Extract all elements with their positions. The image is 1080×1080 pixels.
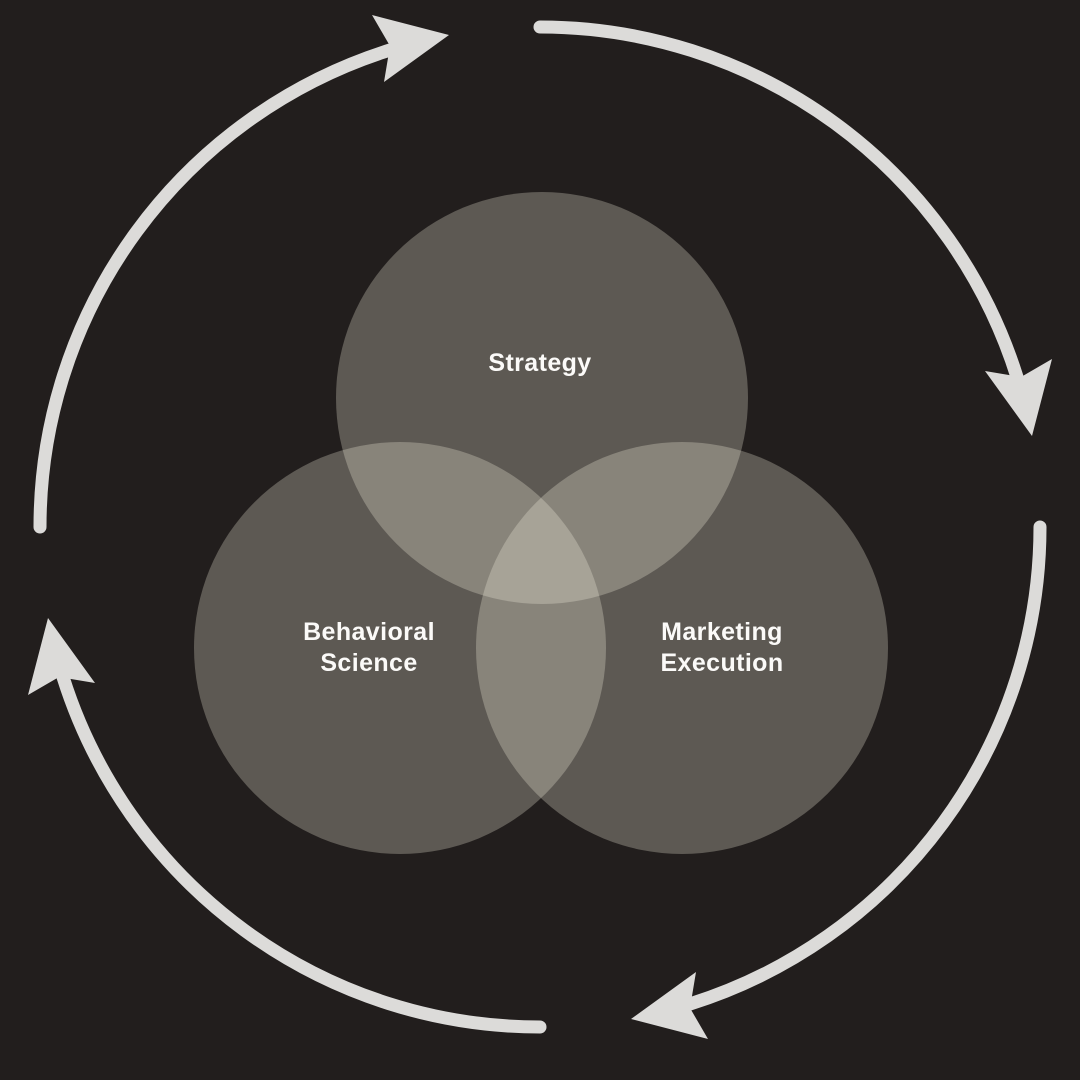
arrowhead-left-icon	[28, 618, 95, 695]
circle-strategy	[336, 192, 748, 604]
label-line: Science	[320, 649, 417, 677]
arrowhead-right-icon	[985, 359, 1052, 436]
label-line: Marketing	[661, 618, 783, 646]
circle-marketing-execution	[476, 442, 888, 854]
cycle-arc-top-to-right	[533, 20, 1024, 384]
venn-circles	[194, 192, 888, 854]
label-line: Execution	[660, 649, 783, 677]
arrowhead-bottom-icon	[631, 972, 708, 1039]
arrowhead-top-icon	[372, 15, 449, 82]
cycle-arc-right-to-bottom	[683, 520, 1047, 1011]
label-strategy: Strategy	[488, 349, 591, 377]
cycle-arrowheads	[28, 15, 1052, 1039]
cycle-arrows	[33, 20, 1047, 1034]
cycle-arc-left-to-top	[33, 43, 397, 534]
circle-behavioral-science	[194, 442, 606, 854]
cycle-arc-bottom-to-left	[56, 670, 547, 1034]
label-line: Behavioral	[303, 618, 435, 646]
